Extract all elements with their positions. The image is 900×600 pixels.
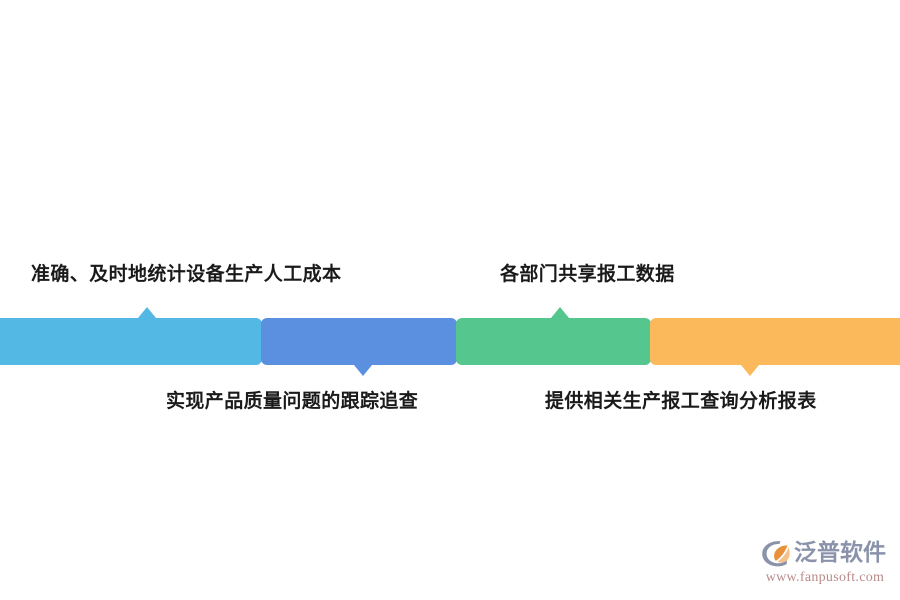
segment-caption-2: 实现产品质量问题的跟踪追查: [166, 391, 419, 412]
pointer-up-arrow-1: [138, 307, 156, 318]
segmented-bar: [0, 307, 900, 376]
segment-caption-3: 各部门共享报工数据: [500, 264, 675, 285]
segment-caption-4: 提供相关生产报工查询分析报表: [545, 391, 817, 412]
fanpu-logo-icon: [762, 541, 790, 567]
watermark-brand-name: 泛普软件: [794, 540, 886, 566]
pointer-up-arrow-3: [551, 307, 569, 318]
watermark-url: www.fanpusoft.com: [765, 570, 885, 585]
watermark-logo: 泛普软件 www.fanpusoft.com: [760, 538, 892, 588]
bar-segment-3[interactable]: [456, 318, 651, 365]
bar-segment-2[interactable]: [261, 318, 457, 365]
pointer-down-arrow-2: [354, 365, 372, 376]
pointer-down-arrow-4: [741, 365, 759, 376]
watermark-row: 泛普软件: [760, 538, 892, 569]
bar-segment-4[interactable]: [650, 318, 900, 365]
segment-caption-1: 准确、及时地统计设备生产人工成本: [31, 264, 342, 285]
bar-segment-1[interactable]: [0, 318, 262, 365]
